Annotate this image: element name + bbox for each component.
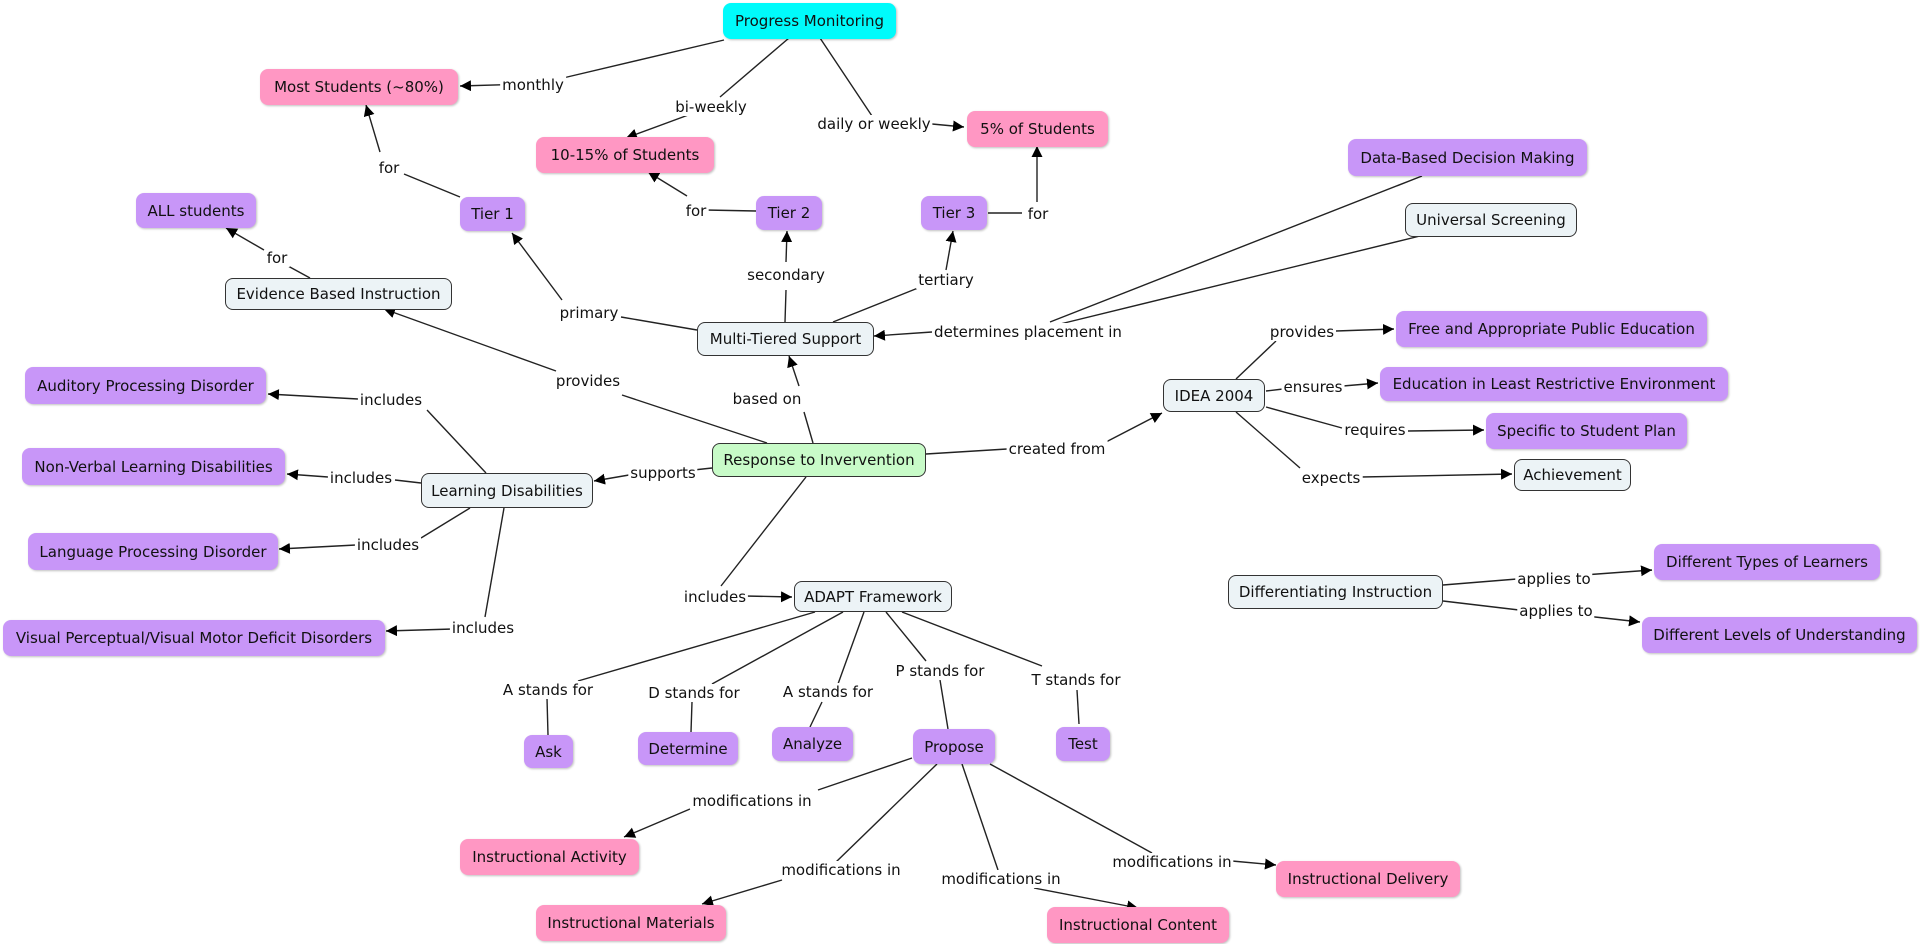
link-label-applies-to-levels: applies to (1517, 602, 1595, 620)
node-tier-2[interactable]: Tier 2 (756, 196, 822, 230)
node-instructional-content[interactable]: Instructional Content (1047, 907, 1229, 943)
node-adapt-framework[interactable]: ADAPT Framework (794, 581, 952, 612)
link-label-modifications-content: modifications in (939, 870, 1063, 888)
node-tier-1[interactable]: Tier 1 (460, 197, 525, 231)
link-label-tertiary: tertiary (916, 271, 976, 289)
link-label-ensures: ensures (1281, 378, 1345, 396)
link-label-for-tier2: for (683, 202, 709, 220)
link-label-d-stands-for: D stands for (646, 684, 742, 702)
link-label-bi-weekly: bi-weekly (673, 98, 749, 116)
node-idea-2004[interactable]: IDEA 2004 (1163, 379, 1265, 412)
node-specific-student-plan[interactable]: Specific to Student Plan (1486, 413, 1687, 449)
link-label-requires: requires (1342, 421, 1408, 439)
node-instructional-activity[interactable]: Instructional Activity (460, 839, 639, 875)
link-label-includes-nonverbal: includes (327, 469, 395, 487)
node-multi-tiered-support[interactable]: Multi-Tiered Support (697, 322, 874, 356)
node-least-restrictive-environment[interactable]: Education in Least Restrictive Environme… (1380, 367, 1728, 401)
link-label-includes-adapt: includes (681, 588, 749, 606)
link-label-for-tier3: for (1025, 205, 1051, 223)
link-label-based-on: based on (730, 390, 804, 408)
link-label-for-ebi: for (264, 249, 290, 267)
node-test[interactable]: Test (1056, 727, 1110, 761)
node-tier-3[interactable]: Tier 3 (921, 196, 987, 230)
node-learning-disabilities[interactable]: Learning Disabilities (421, 473, 593, 508)
link-label-provides-fape: provides (1267, 323, 1337, 341)
link-label-determines-placement: determines placement in (932, 323, 1124, 341)
node-five-percent[interactable]: 5% of Students (967, 111, 1108, 147)
node-different-levels-of-understanding[interactable]: Different Levels of Understanding (1642, 617, 1917, 653)
link-label-daily-or-weekly: daily or weekly (815, 115, 933, 133)
link-label-supports: supports (628, 464, 698, 482)
link-label-created-from: created from (1006, 440, 1108, 458)
link-label-modifications-delivery: modifications in (1110, 853, 1234, 871)
link-label-secondary: secondary (745, 266, 827, 284)
link-label-modifications-materials: modifications in (779, 861, 903, 879)
link-label-a-stands-for-analyze: A stands for (780, 683, 876, 701)
link-label-t-stands-for: T stands for (1029, 671, 1123, 689)
link-label-for-tier1: for (376, 159, 402, 177)
node-analyze[interactable]: Analyze (772, 727, 853, 761)
node-instructional-materials[interactable]: Instructional Materials (536, 905, 726, 941)
node-progress-monitoring[interactable]: Progress Monitoring (723, 3, 896, 39)
node-response-to-intervention[interactable]: Response to Invervention (712, 443, 926, 477)
link-label-primary: primary (557, 304, 621, 322)
node-universal-screening[interactable]: Universal Screening (1405, 203, 1577, 237)
link-label-includes-language: includes (354, 536, 422, 554)
link-label-includes-visual: includes (449, 619, 517, 637)
node-different-types-of-learners[interactable]: Different Types of Learners (1654, 544, 1880, 580)
link-label-modifications-activity: modifications in (690, 792, 814, 810)
node-most-students[interactable]: Most Students (~80%) (260, 69, 458, 105)
link-label-p-stands-for: P stands for (893, 662, 987, 680)
node-achievement[interactable]: Achievement (1514, 459, 1631, 491)
node-differentiating-instruction[interactable]: Differentiating Instruction (1228, 575, 1443, 609)
node-language-processing-disorder[interactable]: Language Processing Disorder (28, 533, 278, 570)
node-data-based-decision-making[interactable]: Data-Based Decision Making (1348, 139, 1587, 176)
node-propose[interactable]: Propose (913, 729, 995, 764)
link-label-includes-auditory: includes (357, 391, 425, 409)
node-visual-motor-deficit-disorders[interactable]: Visual Perceptual/Visual Motor Deficit D… (3, 620, 385, 656)
link-label-provides-ebi: provides (553, 372, 623, 390)
node-all-students[interactable]: ALL students (136, 193, 256, 228)
link-label-applies-to-types: applies to (1515, 570, 1593, 588)
node-auditory-processing-disorder[interactable]: Auditory Processing Disorder (25, 367, 266, 404)
node-fape[interactable]: Free and Appropriate Public Education (1396, 311, 1707, 347)
node-ten-fifteen-percent[interactable]: 10-15% of Students (536, 137, 714, 173)
node-ask[interactable]: Ask (524, 735, 573, 768)
node-determine[interactable]: Determine (638, 732, 738, 765)
link-label-monthly: monthly (500, 76, 566, 94)
link-label-a-stands-for-ask: A stands for (500, 681, 596, 699)
node-non-verbal-learning-disabilities[interactable]: Non-Verbal Learning Disabilities (22, 448, 285, 485)
node-evidence-based-instruction[interactable]: Evidence Based Instruction (225, 278, 452, 310)
link-label-expects: expects (1299, 469, 1363, 487)
node-instructional-delivery[interactable]: Instructional Delivery (1276, 861, 1460, 897)
